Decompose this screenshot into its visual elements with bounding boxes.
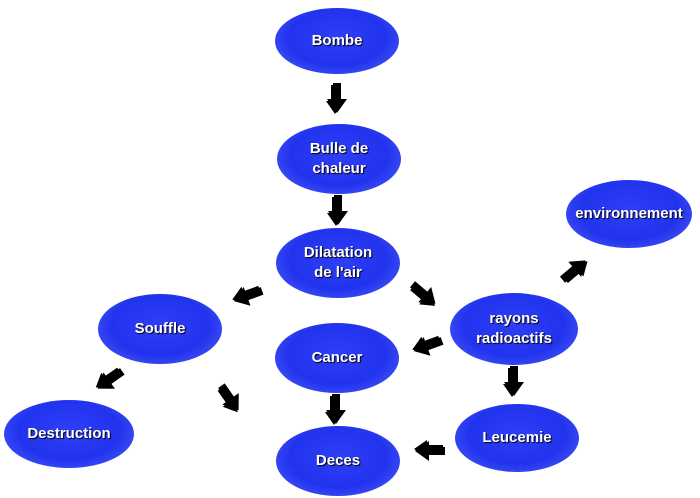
node-destruction: Destruction — [4, 400, 134, 468]
arrow-rayons-to-leucemie — [503, 366, 524, 397]
node-rayons-radioactifs: rayons radioactifs — [450, 293, 578, 365]
arrow-cancer-to-deces — [325, 394, 346, 425]
node-cancer: Cancer — [275, 323, 399, 393]
node-dilatation-label: Dilatation de l'air — [303, 244, 373, 281]
node-deces: Deces — [276, 426, 400, 496]
node-destruction-label: Destruction — [27, 425, 111, 442]
node-rayons-label: rayons radioactifs — [476, 310, 552, 347]
arrow-dilatation-to-souffle — [229, 280, 266, 311]
node-leucemie: Leucemie — [455, 404, 579, 472]
node-deces-label: Deces — [315, 452, 361, 469]
arrow-dilatation-to-rayons — [405, 276, 443, 313]
arrow-rayons-to-cancer — [409, 330, 446, 361]
node-bombe: Bombe — [275, 8, 399, 74]
node-environnement: environnement — [566, 180, 692, 248]
arrow-leucemie-to-deces — [414, 440, 445, 461]
arrow-bombe-to-bulle — [326, 83, 347, 114]
arrow-bulle-to-dilatation — [327, 195, 348, 226]
node-environnement-label: environnement — [575, 205, 683, 222]
arrow-rayons-to-environnement — [556, 252, 594, 289]
arrow-souffle-to-destruction — [90, 362, 129, 398]
node-bulle-de-chaleur: Bulle de chaleur — [277, 124, 401, 194]
node-bombe-label: Bombe — [311, 32, 363, 49]
node-bulle-label: Bulle de chaleur — [309, 140, 369, 177]
node-souffle: Souffle — [98, 294, 222, 364]
node-dilatation-de-l-air: Dilatation de l'air — [276, 228, 400, 298]
node-leucemie-label: Leucemie — [482, 429, 552, 446]
node-souffle-label: Souffle — [134, 320, 186, 337]
arrow-souffle-to-deces — [212, 379, 248, 418]
node-cancer-label: Cancer — [311, 349, 363, 366]
